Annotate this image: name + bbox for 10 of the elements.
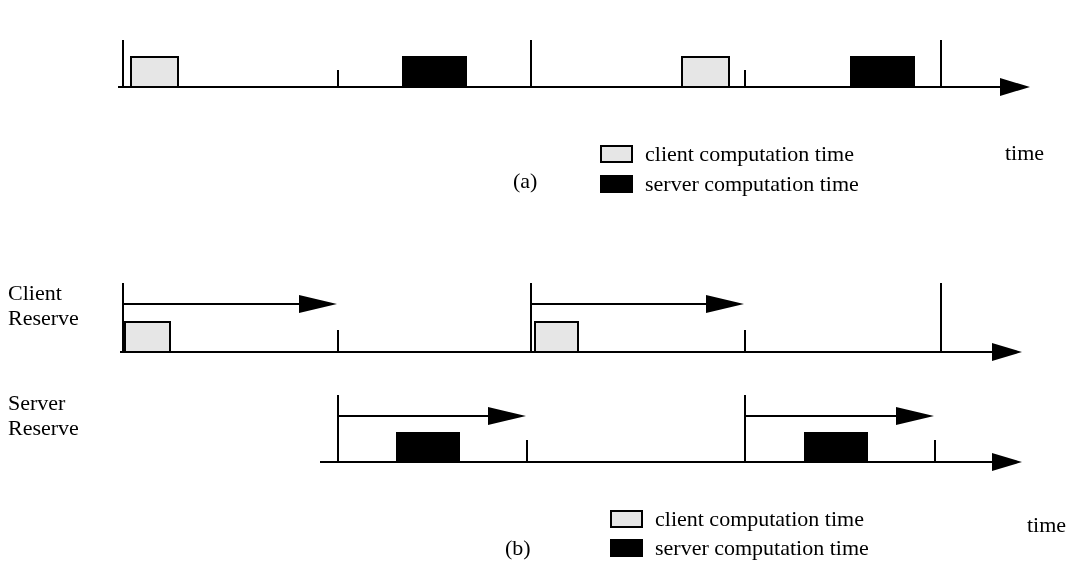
row-label: Client Reserve bbox=[8, 280, 80, 331]
legend-text: client computation time bbox=[645, 141, 854, 167]
row-label: Server Reserve bbox=[8, 390, 80, 441]
legend-text: server computation time bbox=[655, 535, 869, 561]
legend-text: client computation time bbox=[655, 506, 864, 532]
legend-text: server computation time bbox=[645, 171, 859, 197]
panel-label: (b) bbox=[505, 535, 531, 561]
axis-label: time bbox=[1005, 140, 1045, 166]
axis-label: time bbox=[1027, 512, 1067, 538]
panel-label: (a) bbox=[513, 168, 538, 194]
